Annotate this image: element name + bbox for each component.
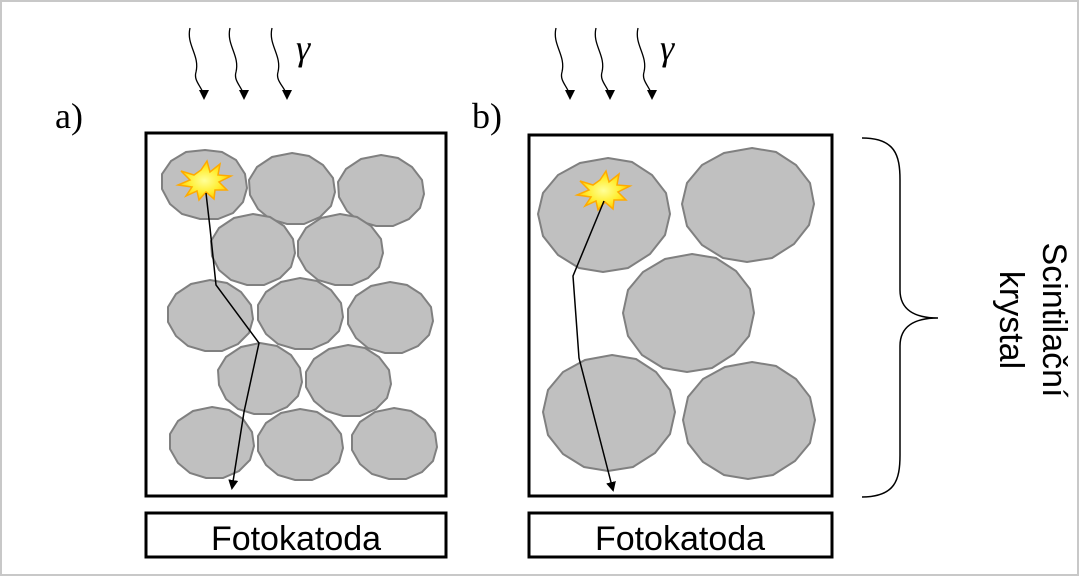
crystal-grain: [541, 353, 677, 473]
crystal-grain: [257, 407, 345, 481]
photocathode-a: [144, 511, 448, 559]
crystal-grain: [621, 252, 756, 374]
photocathode-b: [527, 511, 834, 559]
crystal-grain: [347, 280, 435, 354]
gamma-ray-arrow: [594, 27, 615, 100]
grains-a: [161, 148, 439, 481]
crystal-grain: [536, 156, 672, 274]
panel-a: a) γ: [55, 27, 448, 559]
gamma-symbol-b: γ: [660, 28, 675, 68]
crystal-grain: [247, 151, 337, 225]
crystal-grain: [305, 343, 393, 417]
crystal-grain: [209, 212, 297, 286]
gamma-ray-arrow: [188, 27, 209, 100]
crystal-grain: [169, 405, 256, 479]
gamma-symbol-a: γ: [296, 28, 311, 68]
brace-label-line2: krystal: [992, 271, 1030, 369]
brace-label: Scintilační krystal: [992, 243, 1073, 399]
panel-b-label: b): [472, 96, 502, 136]
gamma-rays-b: [554, 27, 657, 100]
gamma-ray-arrow: [228, 27, 249, 100]
crystal-grain: [680, 146, 816, 264]
gamma-ray-arrow: [554, 27, 575, 100]
crystal-grain: [257, 276, 345, 350]
crystal-grain: [297, 212, 385, 286]
crystal-grain: [681, 360, 817, 481]
grains-b: [536, 146, 817, 481]
gamma-rays-a: [188, 27, 292, 100]
photocathode-label-a: Fotokatoda: [211, 520, 381, 558]
brace-label-line1: Scintilační: [1035, 243, 1073, 399]
curly-brace: [861, 137, 939, 498]
panel-a-label: a): [55, 96, 83, 136]
light-path-b: [572, 200, 616, 492]
scintillation-flash-icon: [175, 159, 234, 202]
gamma-ray-arrow: [636, 27, 657, 100]
crystal-grain: [167, 278, 255, 352]
photocathode-label-b: Fotokatoda: [595, 520, 765, 558]
crystal-grain: [351, 406, 439, 480]
scintillation-flash-icon: [574, 169, 633, 212]
gamma-ray-arrow: [270, 27, 292, 100]
panel-b: b) γ Fotokatoda: [472, 27, 834, 559]
crystal-grain: [216, 341, 304, 415]
crystal-grain: [336, 153, 426, 227]
light-path-a: [205, 192, 260, 490]
